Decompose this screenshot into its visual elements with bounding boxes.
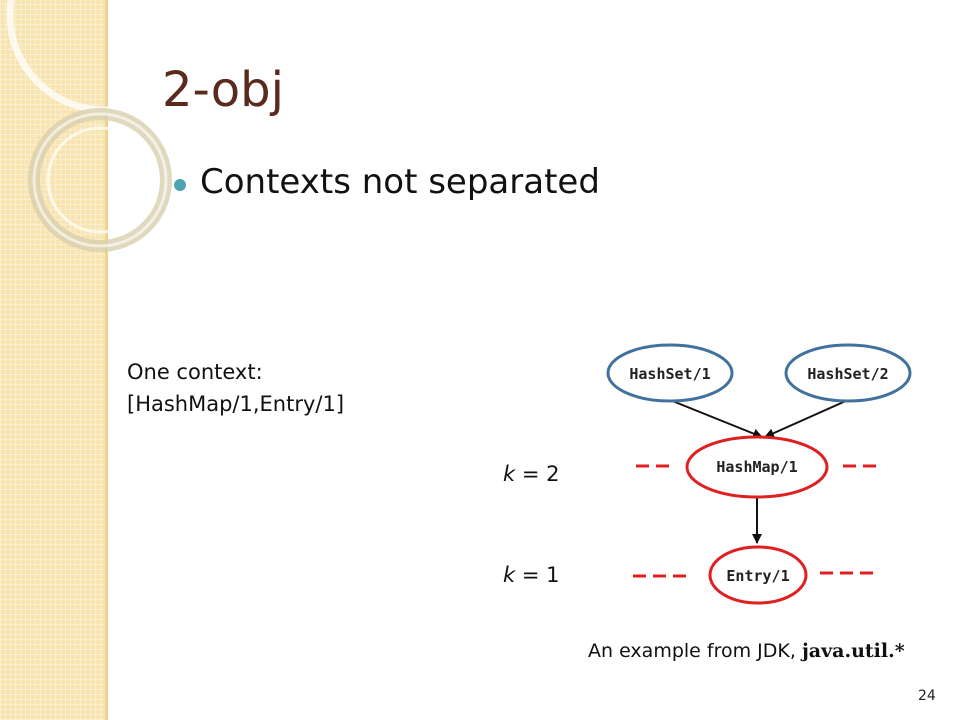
decorative-rings [6, 0, 200, 252]
level-label-k2: k = 2 [503, 462, 559, 486]
node-label: HashMap/1 [716, 458, 797, 476]
caption: An example from JDK, java.util.* [588, 640, 905, 662]
page-number: 24 [918, 688, 936, 704]
context-note: One context: [HashMap/1,Entry/1] [127, 356, 344, 420]
node-entry1: Entry/1 [708, 545, 808, 605]
node-label: HashSet/2 [807, 365, 888, 383]
level-value: = 2 [515, 462, 560, 486]
sidebar-edge [105, 0, 108, 720]
node-hashmap1: HashMap/1 [685, 435, 829, 499]
context-note-line2: [HashMap/1,Entry/1] [127, 392, 345, 416]
caption-text: An example from JDK, [588, 640, 802, 662]
bullet-text: Contexts not separated [200, 162, 600, 202]
caption-package: java.util.* [801, 640, 905, 662]
node-hashset1: HashSet/1 [606, 343, 734, 403]
node-label: HashSet/1 [629, 365, 710, 383]
edge-hashset1-hashmap1 [669, 399, 763, 439]
level-k-symbol: k [503, 462, 516, 486]
bullet-marker [174, 179, 186, 191]
node-hashset2: HashSet/2 [784, 343, 912, 403]
level-dashes-k1 [633, 571, 873, 578]
slide-title: 2-obj [162, 62, 284, 118]
node-label: Entry/1 [726, 567, 789, 585]
context-note-line1: One context: [127, 360, 263, 384]
level-label-k1: k = 1 [503, 563, 559, 587]
edge-hashset2-hashmap1 [764, 399, 849, 438]
level-k-symbol: k [503, 563, 516, 587]
level-value: = 1 [515, 563, 560, 587]
